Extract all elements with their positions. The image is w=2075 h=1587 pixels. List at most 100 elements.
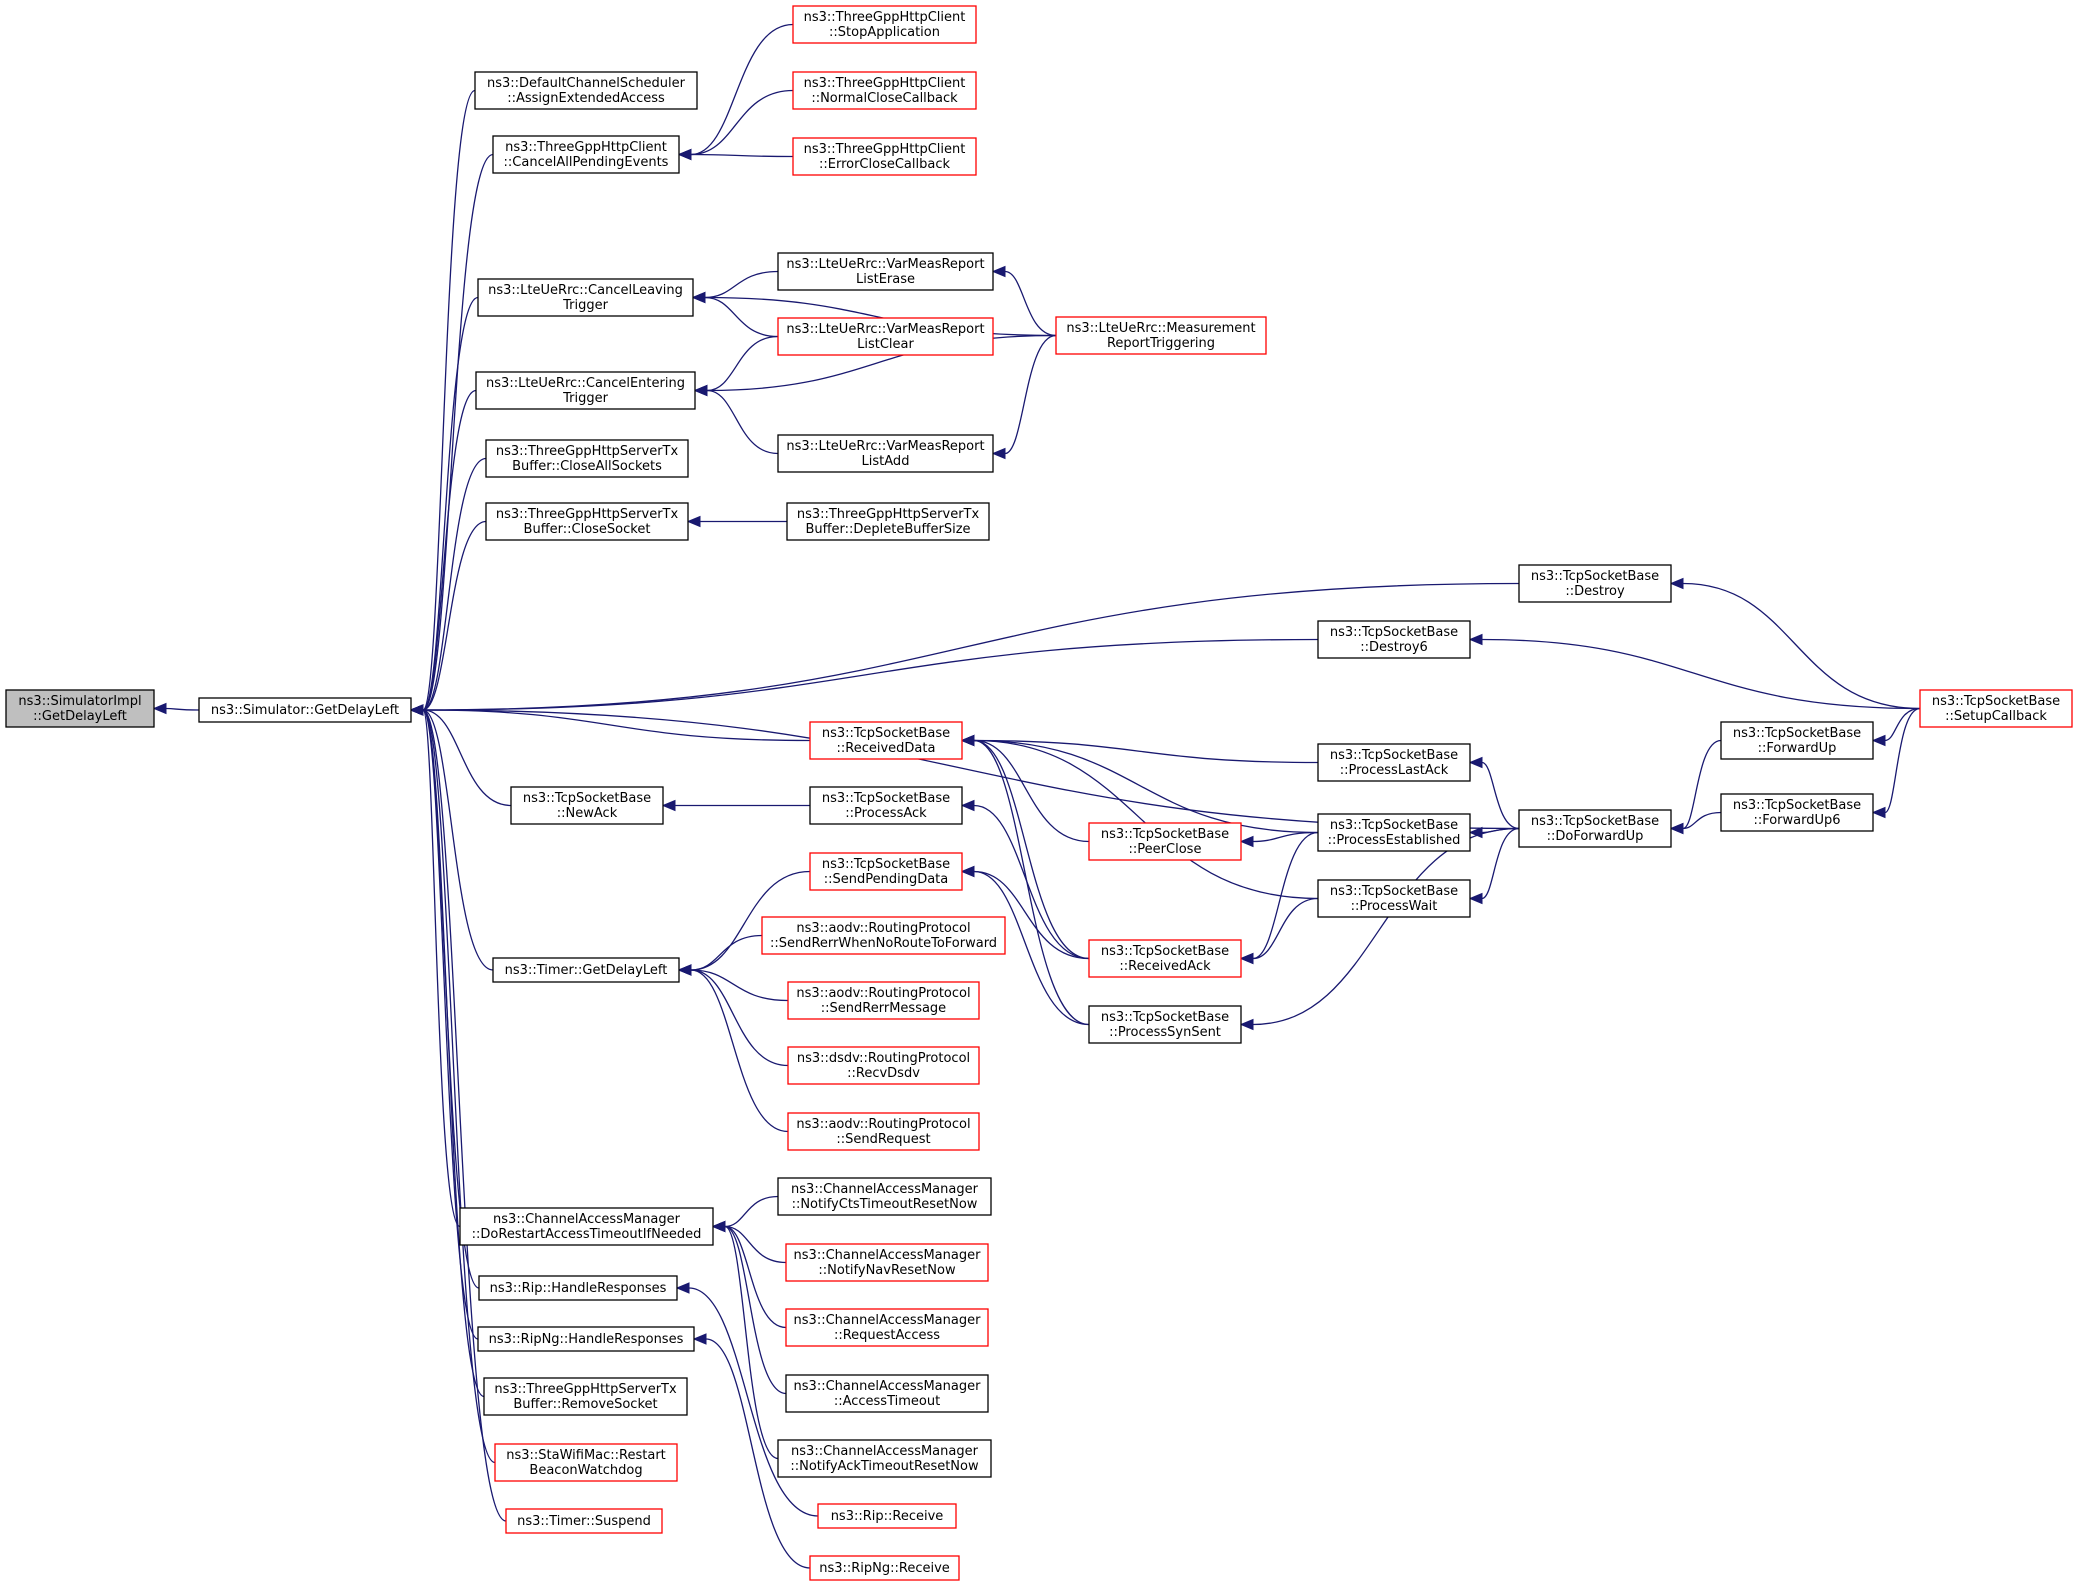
node-box [1317,813,1471,852]
node-tgs-deplete[interactable]: ns3::ThreeGppHttpServerTxBuffer::Deplete… [786,502,990,541]
node-label-line: ::SendRerrMessage [821,1001,946,1016]
node-label-line: ::StopApplication [829,25,940,40]
node-tghc-error[interactable]: ns3::ThreeGppHttpClient::ErrorCloseCallb… [792,137,977,176]
node-lte-meas[interactable]: ns3::LteUeRrc::MeasurementReportTriggeri… [1055,316,1267,355]
edge-arrowhead [677,148,692,161]
node-rip-recv[interactable]: ns3::Rip::Receive [817,1503,957,1529]
edge-line [690,969,789,1133]
node-box [483,1377,688,1416]
edge-line [422,709,507,1522]
edge-line [724,1225,787,1329]
node-timer-suspend[interactable]: ns3::Timer::Suspend [505,1508,663,1534]
node-root[interactable]: ns3::SimulatorImpl::GetDelayLeft [5,689,155,728]
node-cam-request[interactable]: ns3::ChannelAccessManager::RequestAccess [785,1308,989,1347]
edge-line [973,870,1090,960]
edge-arrowhead [686,515,701,528]
node-label-line: ListErase [856,272,915,287]
node-dsdv-recv[interactable]: ns3::dsdv::RoutingProtocol::RecvDsdv [787,1046,980,1085]
node-sim[interactable]: ns3::Simulator::GetDelayLeft [198,697,412,723]
edge-lte-meas-to-lte-add [991,334,1057,460]
edge-line [422,709,811,742]
node-tcp-recvdata[interactable]: ns3::TcpSocketBase::ReceivedData [809,721,963,760]
edge-tcp-destroy6-to-sim [409,638,1319,716]
node-tcp-sendpending[interactable]: ns3::TcpSocketBase::SendPendingData [809,852,963,891]
edge-lte-meas-to-lte-erase [991,265,1057,337]
node-cam-timeout[interactable]: ns3::ChannelAccessManager::AccessTimeout [785,1374,989,1413]
node-label-line: ns3::ChannelAccessManager [791,1444,979,1459]
node-aodv-rerr-msg[interactable]: ns3::aodv::RoutingProtocol::SendRerrMess… [787,981,980,1020]
node-tcp-peerclose[interactable]: ns3::TcpSocketBase::PeerClose [1088,822,1242,861]
edge-arrowhead [1468,756,1483,769]
node-tcp-forwardup6[interactable]: ns3::TcpSocketBase::ForwardUp6 [1720,793,1874,832]
node-tcp-doforwardup[interactable]: ns3::TcpSocketBase::DoForwardUp [1518,809,1672,848]
node-tcp-setup[interactable]: ns3::TcpSocketBase::SetupCallback [1919,689,2073,728]
node-cam-ack[interactable]: ns3::ChannelAccessManager::NotifyAckTime… [777,1439,992,1478]
node-tcp-synsent[interactable]: ns3::TcpSocketBase::ProcessSynSent [1088,1005,1242,1044]
node-tcp-forwardup[interactable]: ns3::TcpSocketBase::ForwardUp [1720,721,1874,760]
node-label-line: ns3::aodv::RoutingProtocol [796,986,970,1001]
node-aodv-sendreq[interactable]: ns3::aodv::RoutingProtocol::SendRequest [787,1112,980,1151]
node-tcp-recvack[interactable]: ns3::TcpSocketBase::ReceivedAck [1088,939,1242,978]
node-label-line: ::NotifyNavResetNow [818,1263,956,1278]
node-cam-nav[interactable]: ns3::ChannelAccessManager::NotifyNavRese… [785,1243,989,1282]
node-label-line: ns3::StaWifiMac::Restart [506,1448,666,1463]
node-tgs-close[interactable]: ns3::ThreeGppHttpServerTxBuffer::CloseSo… [485,502,689,541]
edge-arrowhead [1239,835,1254,848]
node-tcp-destroy6[interactable]: ns3::TcpSocketBase::Destroy6 [1317,620,1471,659]
node-box [477,278,694,317]
node-tghc-stop[interactable]: ns3::ThreeGppHttpClient::StopApplication [792,5,977,44]
edge-line [690,969,789,1002]
edge-tcp-synsent-to-tcp-recvdata [960,734,1090,1026]
node-label-line: ns3::Rip::HandleResponses [490,1281,667,1296]
node-timer-delay[interactable]: ns3::Timer::GetDelayLeft [492,957,680,983]
node-label-line: ns3::TcpSocketBase [1330,884,1458,899]
node-label-line: ns3::TcpSocketBase [1101,1010,1229,1025]
node-label-line: ::NotifyCtsTimeoutResetNow [792,1197,978,1212]
node-label-line: ns3::TcpSocketBase [1330,748,1458,763]
node-tcp-lastack[interactable]: ns3::TcpSocketBase::ProcessLastAck [1317,743,1471,782]
node-cam-cts[interactable]: ns3::ChannelAccessManager::NotifyCtsTime… [777,1177,992,1216]
edge-dsdv-recv-to-timer-delay [677,964,789,1067]
edge-line [1004,270,1057,337]
node-cam-restart[interactable]: ns3::ChannelAccessManager::DoRestartAcce… [459,1207,714,1246]
node-label-line: ns3::ThreeGppHttpClient [804,142,966,157]
node-label-line: ::ReceivedAck [1119,959,1211,974]
node-rip-handle[interactable]: ns3::Rip::HandleResponses [478,1275,678,1301]
node-tgs-remove[interactable]: ns3::ThreeGppHttpServerTxBuffer::RemoveS… [483,1377,688,1416]
node-tcp-established[interactable]: ns3::TcpSocketBase::ProcessEstablished [1317,813,1471,852]
edge-tcp-wait-to-tcp-recvdata [960,734,1319,900]
edge-tcp-processack-to-tcp-newack [661,799,810,812]
node-ripng-recv[interactable]: ns3::RipNg::Receive [809,1555,960,1581]
node-tcp-newack[interactable]: ns3::TcpSocketBase::NewAck [510,786,664,825]
edge-arrowhead [1871,734,1886,747]
node-label-line: ns3::TcpSocketBase [822,791,950,806]
edges-layer [152,23,1921,1569]
node-box [1055,316,1267,355]
edge-arrowhead [1239,952,1254,965]
edge-line [1884,707,1921,742]
edge-line [422,457,487,711]
edge-line [1004,334,1057,455]
node-tghc-cancel[interactable]: ns3::ThreeGppHttpClient::CancelAllPendin… [492,135,680,174]
node-ripng-handle[interactable]: ns3::RipNg::HandleResponses [477,1326,695,1352]
node-label-line: ::SetupCallback [1945,709,2047,724]
node-tgs-closeall[interactable]: ns3::ThreeGppHttpServerTxBuffer::CloseAl… [485,439,689,478]
node-tghc-normal[interactable]: ns3::ThreeGppHttpClient::NormalCloseCall… [792,71,977,110]
node-tcp-wait[interactable]: ns3::TcpSocketBase::ProcessWait [1317,879,1471,918]
edge-tcp-doforwardup-to-tcp-wait [1468,827,1520,905]
node-tcp-destroy[interactable]: ns3::TcpSocketBase::Destroy [1518,564,1672,603]
node-aodv-rerr-noroute[interactable]: ns3::aodv::RoutingProtocol::SendRerrWhen… [761,916,1006,955]
node-tcp-processack[interactable]: ns3::TcpSocketBase::ProcessAck [809,786,963,825]
node-label-line: ::ForwardUp [1758,741,1837,756]
node-label-line: BeaconWatchdog [529,1463,642,1478]
node-dcs[interactable]: ns3::DefaultChannelScheduler::AssignExte… [474,71,698,110]
edge-line [422,709,479,1340]
edge-line [973,739,1319,900]
edge-arrowhead [991,447,1006,460]
